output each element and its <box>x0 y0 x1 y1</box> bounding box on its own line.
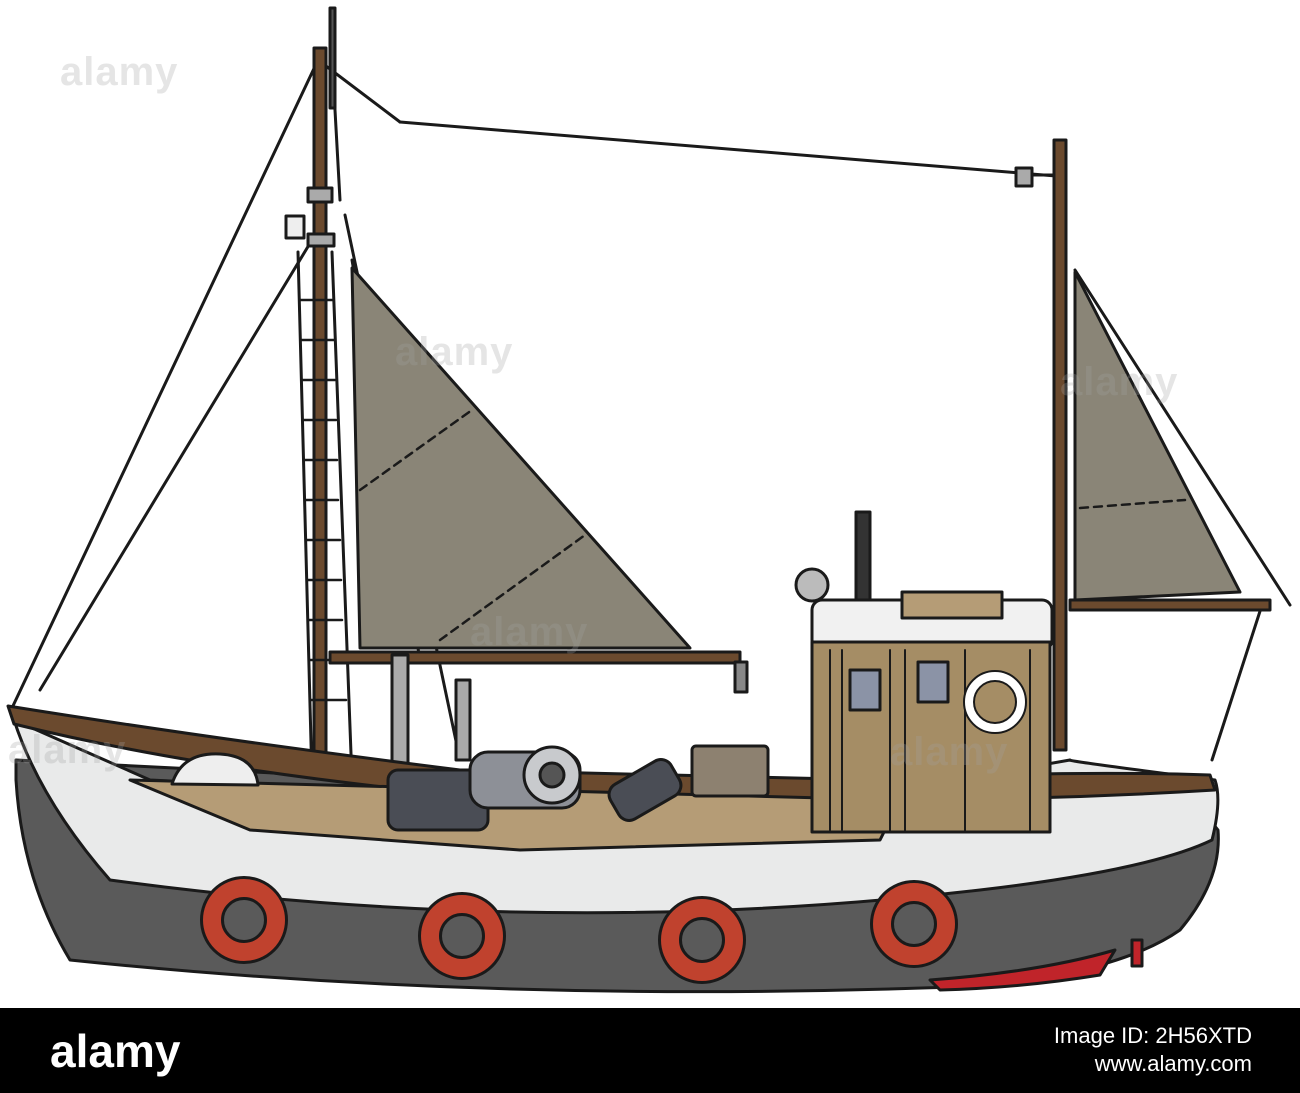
rear-sail <box>1073 270 1242 602</box>
winch-machinery <box>386 744 770 832</box>
wheelhouse <box>794 510 1054 834</box>
boat-drawing <box>6 6 1292 994</box>
front-sail-seams <box>358 408 587 642</box>
image-id-block: Image ID: 2H56XTD www.alamy.com <box>1054 1022 1252 1078</box>
front-mast <box>284 6 354 790</box>
rudder <box>1130 938 1144 968</box>
hull-rail <box>6 704 1217 802</box>
fishing-boat-illustration <box>6 6 1292 994</box>
site-url: www.alamy.com <box>1094 1051 1252 1076</box>
image-id-label: Image ID: 2H56XTD <box>1053 1023 1252 1048</box>
wheelhouse-window-left <box>848 668 882 712</box>
alamy-footer-bar: alamy Image ID: 2H56XTD www.alamy.com <box>0 1008 1300 1093</box>
keel-stripe <box>928 948 1117 992</box>
alamy-logo: alamy <box>50 1025 181 1077</box>
rear-boom <box>1068 598 1272 612</box>
front-boom <box>328 650 749 767</box>
hatch-dome <box>170 752 260 787</box>
rear-sail-seam <box>1078 498 1187 510</box>
fenders <box>200 876 958 984</box>
front-sail <box>350 266 692 650</box>
rear-mast <box>1014 138 1068 752</box>
wheelhouse-window-right <box>916 660 950 704</box>
